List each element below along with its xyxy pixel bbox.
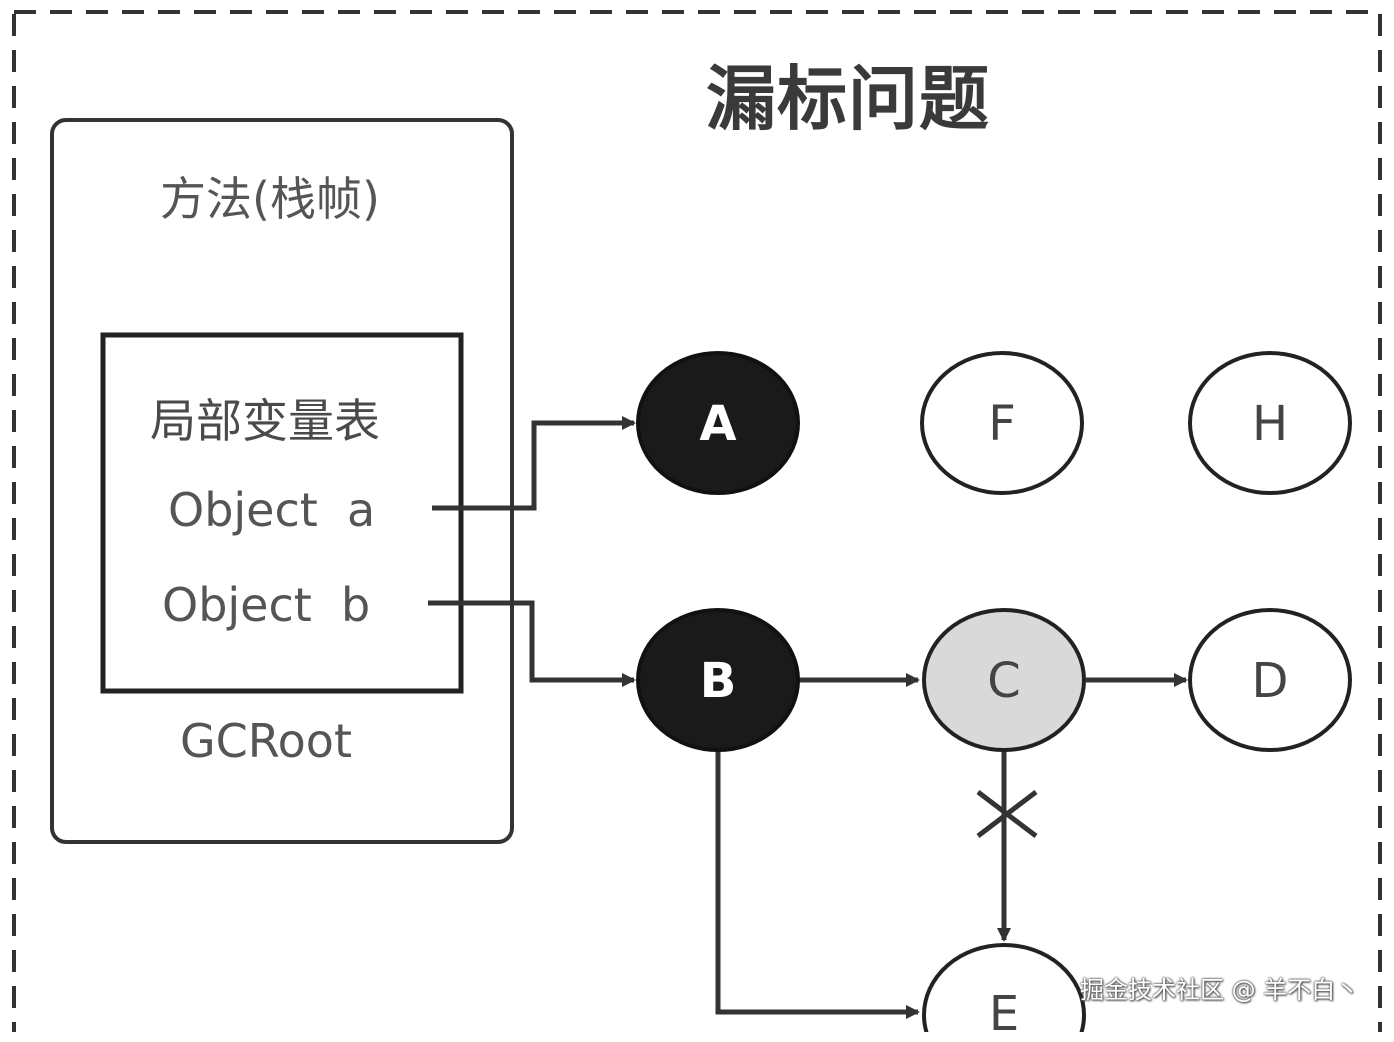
gcroot-label: GCRoot [180,714,352,768]
node-F-label: F [988,396,1016,452]
node-E-label: E [988,986,1020,1042]
edge-B-to-E [715,750,920,1019]
node-D [1188,608,1352,752]
node-C [922,608,1086,752]
page-title: 漏标问题 [706,58,990,140]
stack-frame-label: 方法(栈帧) [160,172,380,226]
node-H-label: H [1251,396,1289,452]
local-var-table-label: 局部变量表 [150,394,380,448]
node-A-label: A [699,396,737,452]
watermark: 掘金技术社区 @ 羊不白丶 [1080,976,1360,1004]
node-H [1188,351,1352,495]
node-C-label: C [987,653,1021,709]
node-F [920,351,1084,495]
node-D-label: D [1251,653,1289,709]
outer-dashed-border [12,10,1382,1032]
node-E [922,943,1086,1032]
var-object-b: Object b [162,578,371,632]
var-object-a: Object a [168,483,376,537]
node-B-label: B [699,653,737,709]
node-A [636,351,800,495]
deleted-reference-x-mark [976,790,1038,838]
edge-object-a-to-A [432,416,636,511]
edge-object-b-to-B [428,600,636,687]
node-B [636,608,800,752]
local-var-table-box [100,332,464,694]
